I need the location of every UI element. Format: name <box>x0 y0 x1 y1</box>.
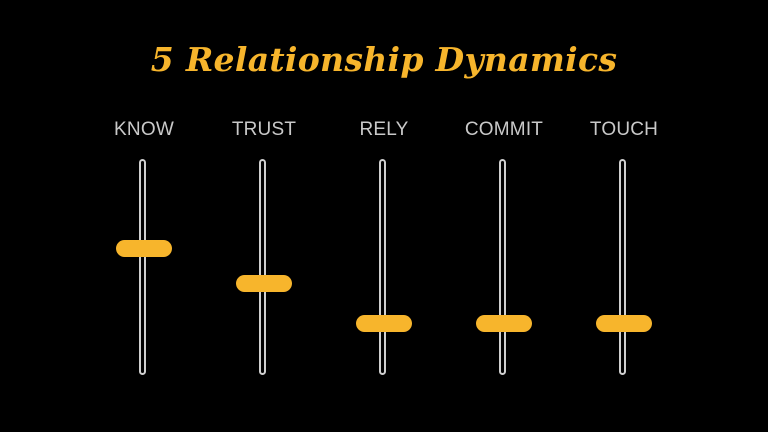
slider-trust[interactable]: TRUST <box>209 116 319 386</box>
slider-knob[interactable] <box>476 315 532 333</box>
slider-track[interactable] <box>499 159 506 375</box>
slider-label: COMMIT <box>464 119 544 140</box>
slider-rely[interactable]: RELY <box>329 116 439 386</box>
slider-label: RELY <box>359 119 409 140</box>
slider-knob[interactable] <box>596 315 652 333</box>
page-title: 5 Relationship Dynamics <box>150 40 618 79</box>
slider-label: TOUCH <box>589 119 659 140</box>
slider-touch[interactable]: TOUCH <box>569 116 679 386</box>
slider-know[interactable]: KNOW <box>89 116 199 386</box>
slider-knob[interactable] <box>236 274 292 292</box>
slider-knob[interactable] <box>356 315 412 333</box>
slider-commit[interactable]: COMMIT <box>449 116 559 386</box>
slider-track[interactable] <box>139 159 146 375</box>
slider-label: TRUST <box>231 119 297 140</box>
slider-track[interactable] <box>379 159 386 375</box>
slider-track[interactable] <box>619 159 626 375</box>
slider-label: KNOW <box>114 119 174 140</box>
slider-track[interactable] <box>259 159 266 375</box>
slider-knob[interactable] <box>116 239 172 257</box>
